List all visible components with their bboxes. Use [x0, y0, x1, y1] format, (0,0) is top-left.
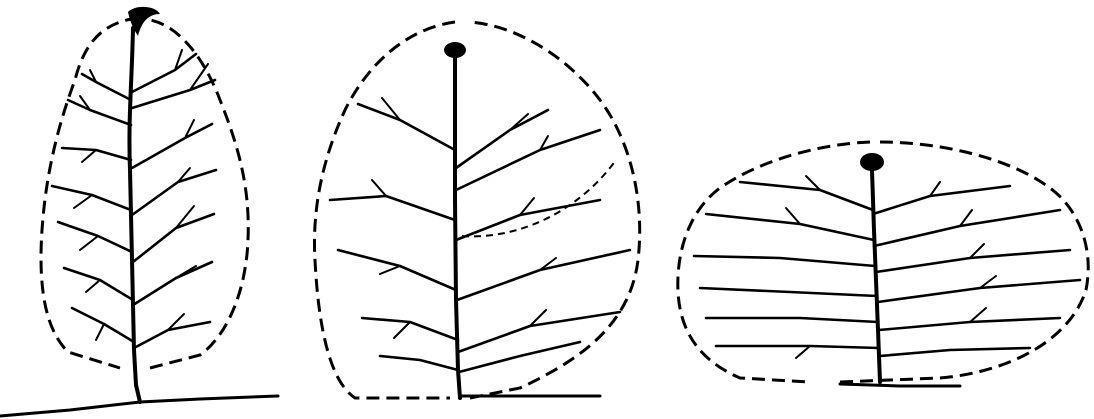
branches	[694, 176, 1080, 358]
branches	[52, 50, 216, 348]
branches	[330, 98, 630, 372]
terminal-bud	[444, 42, 466, 58]
ground-line	[840, 384, 960, 386]
tree-narrow-upright	[0, 7, 278, 416]
tree-wide-spreading	[678, 142, 1088, 386]
crown-outline	[41, 18, 248, 368]
inner-crown-edge	[462, 160, 616, 236]
trunk	[455, 56, 460, 398]
tree-broad-round	[314, 22, 639, 398]
crown-outline	[314, 22, 639, 398]
terminal-bud	[860, 153, 884, 171]
trunk	[872, 170, 880, 382]
